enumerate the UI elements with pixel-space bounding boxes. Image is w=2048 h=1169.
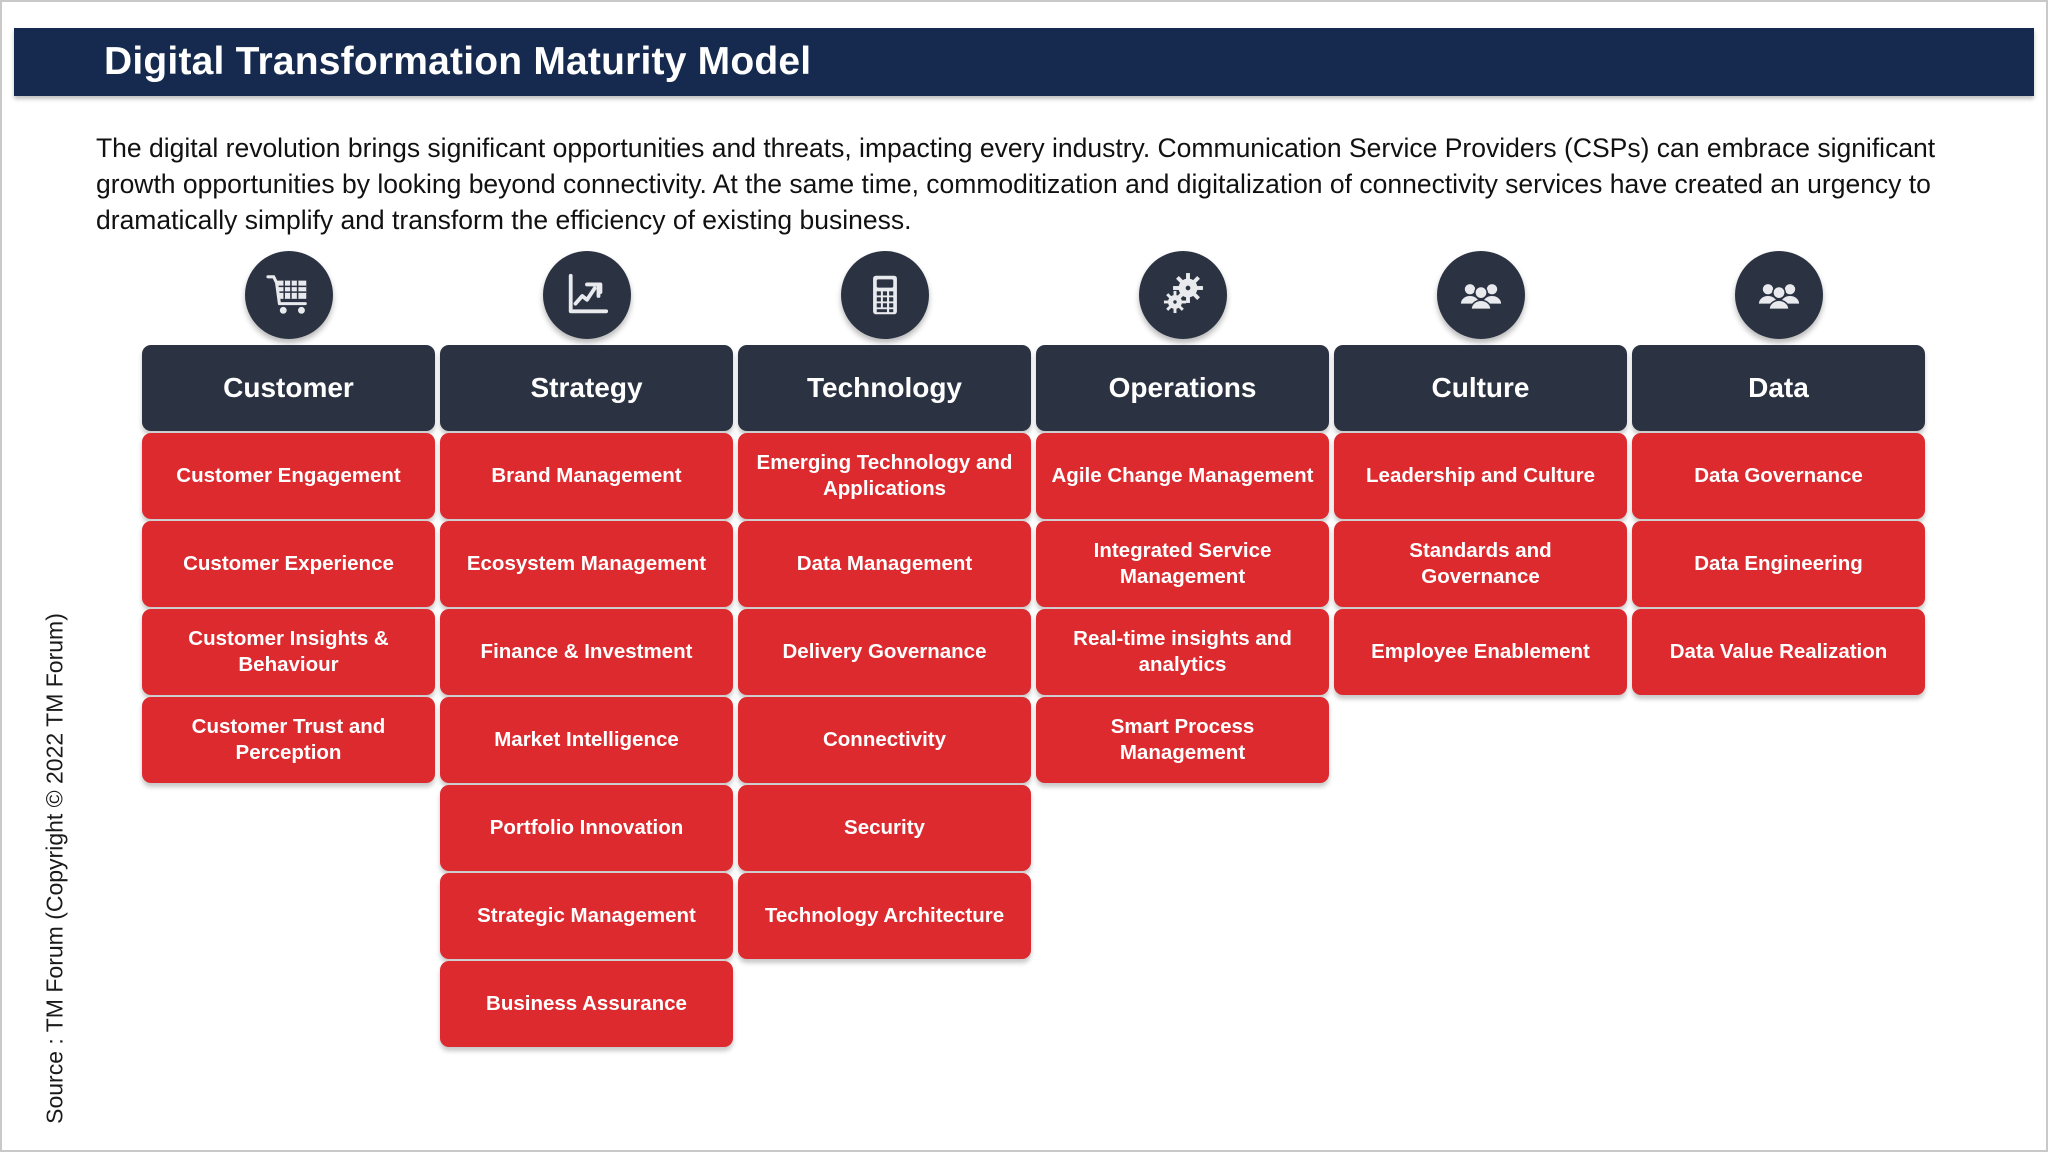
capability-cell[interactable]: Integrated Service Management	[1036, 521, 1329, 607]
growth-chart-icon	[542, 251, 631, 339]
capability-cell[interactable]: Market Intelligence	[440, 697, 733, 783]
capability-cell[interactable]: Customer Insights & Behaviour	[142, 609, 435, 695]
capability-cell[interactable]: Leadership and Culture	[1334, 433, 1627, 519]
empty-cell	[1036, 785, 1329, 871]
empty-cell	[1334, 873, 1627, 959]
icon-cell-customer	[142, 245, 435, 345]
category-header-technology[interactable]: Technology	[738, 345, 1031, 431]
capability-cell[interactable]: Delivery Governance	[738, 609, 1031, 695]
empty-cell	[1632, 873, 1925, 959]
capability-cell[interactable]: Ecosystem Management	[440, 521, 733, 607]
empty-cell	[738, 961, 1031, 1047]
capability-cell[interactable]: Customer Engagement	[142, 433, 435, 519]
category-header-operations[interactable]: Operations	[1036, 345, 1329, 431]
icon-cell-technology	[738, 245, 1031, 345]
category-header-customer[interactable]: Customer	[142, 345, 435, 431]
empty-cell	[1334, 697, 1627, 783]
intro-paragraph: The digital revolution brings significan…	[96, 133, 1936, 235]
capability-cell[interactable]: Smart Process Management	[1036, 697, 1329, 783]
empty-cell	[1036, 873, 1329, 959]
empty-cell	[142, 785, 435, 871]
empty-cell	[1036, 961, 1329, 1047]
source-attribution: Source : TM Forum (Copyright © 2022 TM F…	[41, 613, 68, 1124]
capability-cell[interactable]: Brand Management	[440, 433, 733, 519]
empty-cell	[142, 961, 435, 1047]
capability-cell[interactable]: Employee Enablement	[1334, 609, 1627, 695]
capability-cell[interactable]: Technology Architecture	[738, 873, 1031, 959]
empty-cell	[142, 873, 435, 959]
empty-cell	[1632, 961, 1925, 1047]
empty-cell	[1334, 961, 1627, 1047]
capability-cell[interactable]: Data Management	[738, 521, 1031, 607]
capability-cell[interactable]: Finance & Investment	[440, 609, 733, 695]
category-header-culture[interactable]: Culture	[1334, 345, 1627, 431]
shopping-cart-icon	[244, 251, 333, 339]
capability-cell[interactable]: Portfolio Innovation	[440, 785, 733, 871]
icon-cell-data	[1632, 245, 1925, 345]
gears-icon	[1138, 251, 1227, 339]
capability-cell[interactable]: Real-time insights and analytics	[1036, 609, 1329, 695]
capability-cell[interactable]: Business Assurance	[440, 961, 733, 1047]
capability-cell[interactable]: Strategic Management	[440, 873, 733, 959]
capability-cell[interactable]: Data Value Realization	[1632, 609, 1925, 695]
people-icon	[1734, 251, 1823, 339]
capability-cell[interactable]: Customer Trust and Perception	[142, 697, 435, 783]
capability-cell[interactable]: Standards and Governance	[1334, 521, 1627, 607]
capability-row: Business Assurance	[142, 961, 1932, 1047]
calculator-icon	[840, 251, 929, 339]
title-bar: Digital Transformation Maturity Model	[14, 28, 2034, 96]
icon-cell-culture	[1334, 245, 1627, 345]
capability-cell[interactable]: Security	[738, 785, 1031, 871]
category-header-data[interactable]: Data	[1632, 345, 1925, 431]
empty-cell	[1632, 785, 1925, 871]
empty-cell	[1632, 697, 1925, 783]
capability-cell[interactable]: Data Engineering	[1632, 521, 1925, 607]
capability-cell[interactable]: Agile Change Management	[1036, 433, 1329, 519]
icon-cell-strategy	[440, 245, 733, 345]
icon-cell-operations	[1036, 245, 1329, 345]
capability-cell[interactable]: Data Governance	[1632, 433, 1925, 519]
empty-cell	[1334, 785, 1627, 871]
people-icon	[1436, 251, 1525, 339]
page-title: Digital Transformation Maturity Model	[104, 40, 812, 83]
capability-cell[interactable]: Customer Experience	[142, 521, 435, 607]
category-header-strategy[interactable]: Strategy	[440, 345, 733, 431]
capability-cell[interactable]: Connectivity	[738, 697, 1031, 783]
icon-row	[142, 245, 1932, 345]
capability-cell[interactable]: Emerging Technology and Applications	[738, 433, 1031, 519]
